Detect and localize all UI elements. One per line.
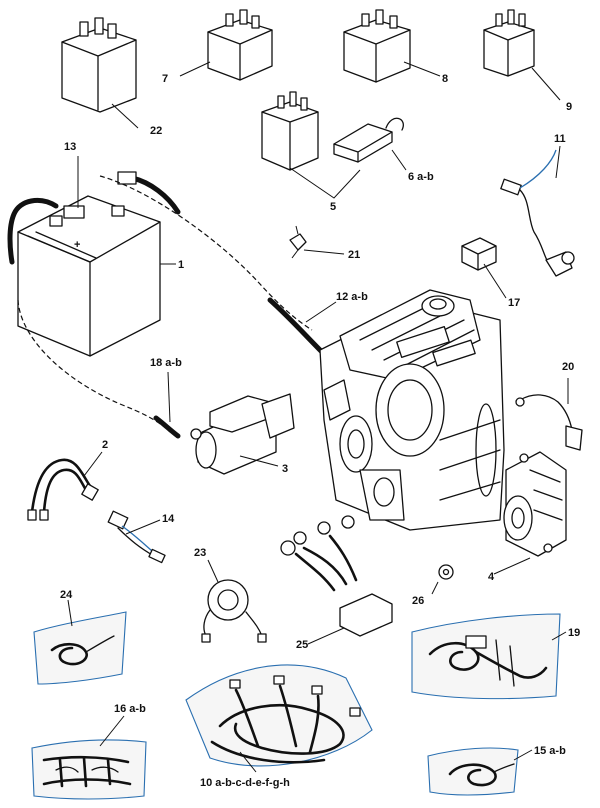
washer-26[interactable]: [438, 564, 454, 580]
label-11: 11: [554, 133, 566, 145]
sensor-20[interactable]: [515, 394, 583, 451]
label-20: 20: [562, 361, 574, 373]
label-10: 10 a-b-c-d-e-f-g-h: [200, 777, 290, 789]
label-26: 26: [412, 595, 424, 607]
label-22: 22: [150, 125, 162, 137]
label-24: 24: [60, 589, 73, 601]
label-6ab: 6 a-b: [408, 171, 434, 183]
harness-2[interactable]: [27, 458, 99, 521]
label-18ab: 18 a-b: [150, 357, 182, 369]
label-23: 23: [194, 547, 206, 559]
label-4: 4: [488, 571, 495, 583]
label-8: 8: [442, 73, 448, 85]
battery-1[interactable]: +: [17, 195, 161, 357]
label-13: 13: [64, 141, 76, 153]
battery-cable-12b: [267, 297, 325, 355]
fuse-holder-6[interactable]: [333, 117, 404, 163]
sensor-23[interactable]: [201, 579, 267, 643]
connector-kit-25[interactable]: [280, 515, 393, 637]
label-21: 21: [348, 249, 360, 261]
label-17: 17: [508, 297, 520, 309]
label-14: 14: [162, 513, 175, 525]
part-labels: 22 7 8 9 5 6 a-b 1 13 11 21 12 a-b 17 18…: [60, 73, 580, 789]
relay-9[interactable]: [483, 9, 535, 77]
sensor-11[interactable]: [500, 149, 575, 277]
ground-cable-18b: [153, 415, 181, 439]
label-9: 9: [566, 101, 572, 113]
label-15ab: 15 a-b: [534, 745, 566, 757]
relay-8[interactable]: [343, 9, 411, 83]
harness-16[interactable]: [31, 739, 147, 800]
label-5: 5: [330, 201, 336, 213]
engine: [319, 289, 505, 531]
label-19: 19: [568, 627, 580, 639]
ground-cable-18a: [17, 299, 171, 433]
label-1: 1: [178, 259, 184, 271]
label-16ab: 16 a-b: [114, 703, 146, 715]
svg-text:+: +: [74, 239, 80, 251]
starter-3[interactable]: [190, 393, 295, 475]
label-3: 3: [282, 463, 288, 475]
relay-7[interactable]: [207, 9, 273, 81]
label-12ab: 12 a-b: [336, 291, 368, 303]
relay-17[interactable]: [461, 237, 497, 271]
label-25: 25: [296, 639, 308, 651]
relay-22[interactable]: [61, 17, 137, 113]
battery-cable-12a: [99, 175, 313, 331]
harness-19[interactable]: [411, 613, 561, 700]
sensor-21[interactable]: [289, 225, 307, 259]
kit-15[interactable]: [427, 747, 519, 796]
relay-5[interactable]: [261, 91, 319, 171]
kit-24[interactable]: [33, 611, 127, 685]
alternator-4[interactable]: [503, 451, 567, 557]
label-7: 7: [162, 73, 168, 85]
leader-lines: [67, 61, 569, 773]
label-2: 2: [102, 439, 108, 451]
harness-10[interactable]: [185, 664, 373, 767]
harness-14[interactable]: [107, 510, 166, 564]
battery-cable-13[interactable]: [7, 171, 181, 265]
